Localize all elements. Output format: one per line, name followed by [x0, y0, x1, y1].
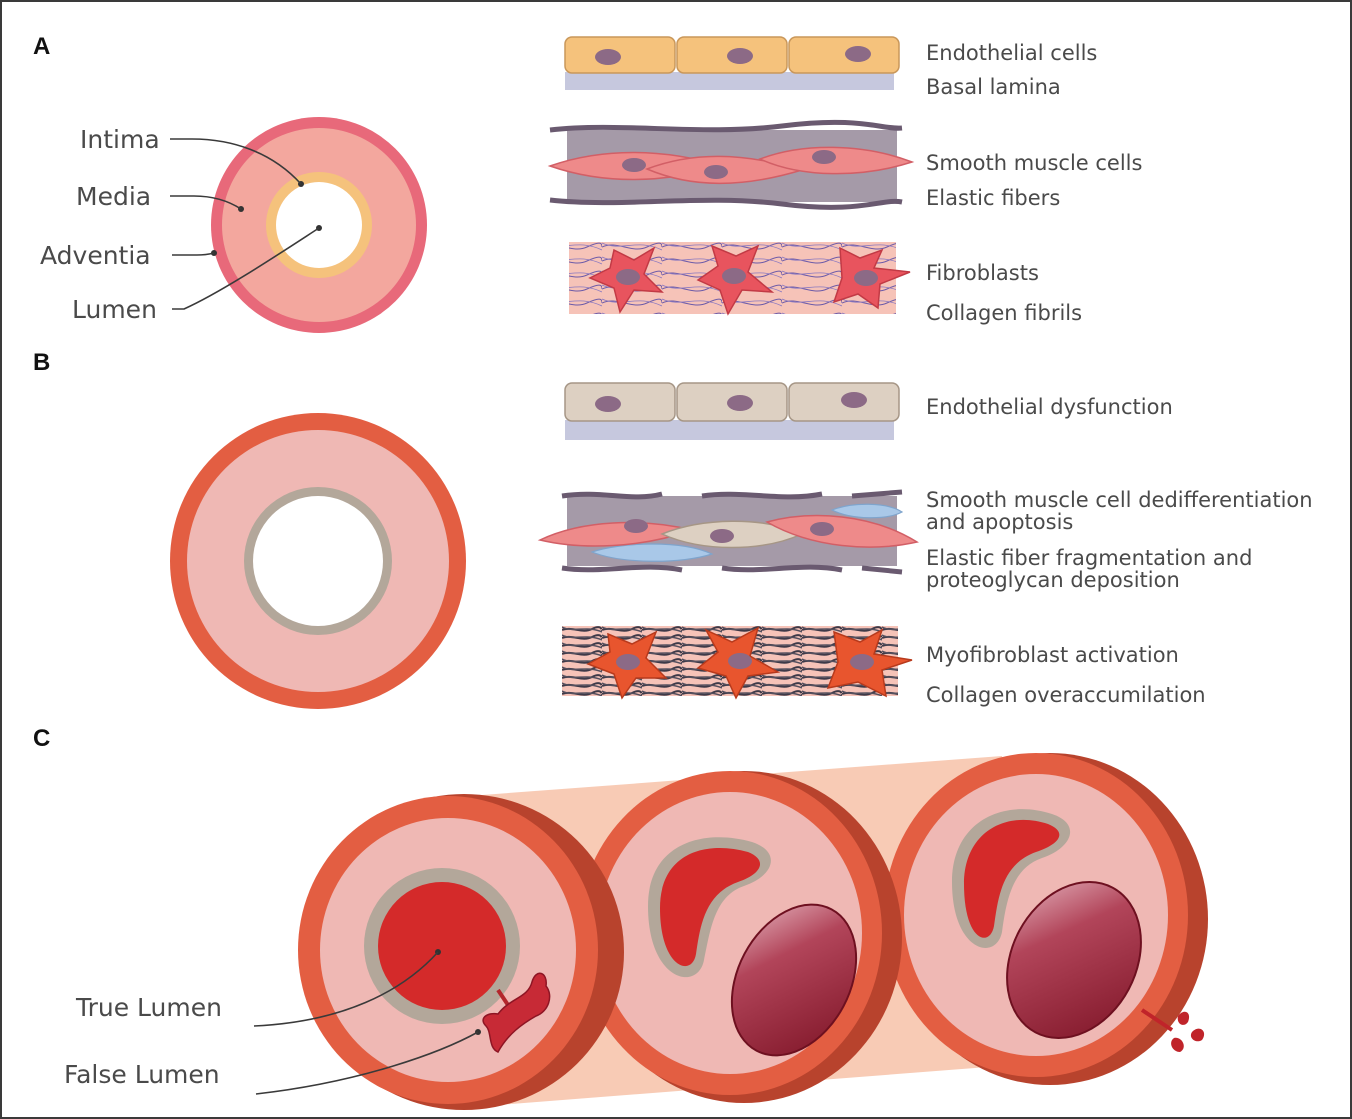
cell-nucleus [595, 396, 621, 412]
intima-label: Intima [80, 125, 160, 154]
cell-nucleus [812, 150, 836, 164]
smc-dedifferentiation-label-line2: and apoptosis [926, 510, 1073, 534]
cell-nucleus [845, 46, 871, 62]
basal-lamina-band [565, 72, 894, 90]
blood-drop [1191, 1029, 1204, 1042]
panel-a-layer-labels: Endothelial cells Basal lamina Smooth mu… [926, 41, 1142, 325]
elastic-fragmentation-label-line1: Elastic fiber fragmentation and [926, 546, 1252, 570]
false-lumen-label: False Lumen [64, 1060, 220, 1089]
collagen-overaccumulation-label: Collagen overaccumilation [926, 683, 1206, 707]
elastic-fiber [550, 122, 902, 130]
cell-nucleus [727, 395, 753, 411]
cell-nucleus [850, 654, 874, 670]
true-lumen-label: True Lumen [75, 993, 222, 1022]
panel-b-letter: B [33, 349, 50, 376]
panel-c: C [33, 725, 1208, 1110]
fragmented-elastic-fiber [562, 567, 902, 572]
endothelial-dysfunction-label: Endothelial dysfunction [926, 395, 1173, 419]
panel-a: A Intima Media Adventia Lumen [33, 33, 1142, 333]
lumen [253, 496, 383, 626]
elastic-fibers-label: Elastic fibers [926, 186, 1060, 210]
diseased-media-layer [540, 492, 917, 572]
media-label: Media [76, 182, 151, 211]
collagen-fibrils-label: Collagen fibrils [926, 301, 1082, 325]
cell-nucleus [841, 392, 867, 408]
panel-c-letter: C [33, 725, 50, 752]
cell-nucleus [722, 268, 746, 284]
dissection-slice-initial [298, 794, 624, 1110]
cell-nucleus [854, 270, 878, 286]
diseased-vessel-cross-section [170, 413, 466, 709]
basal-lamina-label: Basal lamina [926, 75, 1061, 99]
cell-nucleus [810, 522, 834, 536]
cell-nucleus [728, 653, 752, 669]
diseased-adventitia-layer [562, 626, 912, 698]
endothelial-cell [789, 37, 899, 73]
adventitia-label: Adventia [40, 241, 151, 270]
lumen-label: Lumen [72, 295, 157, 324]
true-lumen [378, 882, 506, 1010]
cell-nucleus [622, 158, 646, 172]
panel-b-layer-labels: Endothelial dysfunction Smooth muscle ce… [926, 395, 1313, 707]
panel-b: B [33, 349, 1313, 709]
smooth-muscle-cells-label: Smooth muscle cells [926, 151, 1142, 175]
basal-lamina-band [565, 420, 894, 440]
cell-nucleus [624, 519, 648, 533]
cell-nucleus [616, 269, 640, 285]
panel-a-letter: A [33, 33, 50, 60]
elastic-fragmentation-label-line2: proteoglycan deposition [926, 568, 1180, 592]
diseased-intima-layer [565, 383, 899, 440]
cell-nucleus [710, 529, 734, 543]
normal-media-layer [550, 122, 912, 207]
cell-nucleus [704, 165, 728, 179]
cell-nucleus [616, 654, 640, 670]
normal-intima-layer [565, 37, 899, 90]
endothelial-cells-label: Endothelial cells [926, 41, 1097, 65]
normal-vessel-cross-section: Intima Media Adventia Lumen [40, 117, 427, 333]
cell-nucleus [595, 49, 621, 65]
myofibroblast-activation-label: Myofibroblast activation [926, 643, 1179, 667]
fibroblasts-label: Fibroblasts [926, 261, 1039, 285]
smc-dedifferentiation-label-line1: Smooth muscle cell dedifferentiation [926, 488, 1313, 512]
blood-drop [1171, 1038, 1184, 1052]
cell-nucleus [727, 48, 753, 64]
adventitia-leader-line [172, 253, 214, 255]
normal-adventitia-layer [569, 242, 910, 314]
